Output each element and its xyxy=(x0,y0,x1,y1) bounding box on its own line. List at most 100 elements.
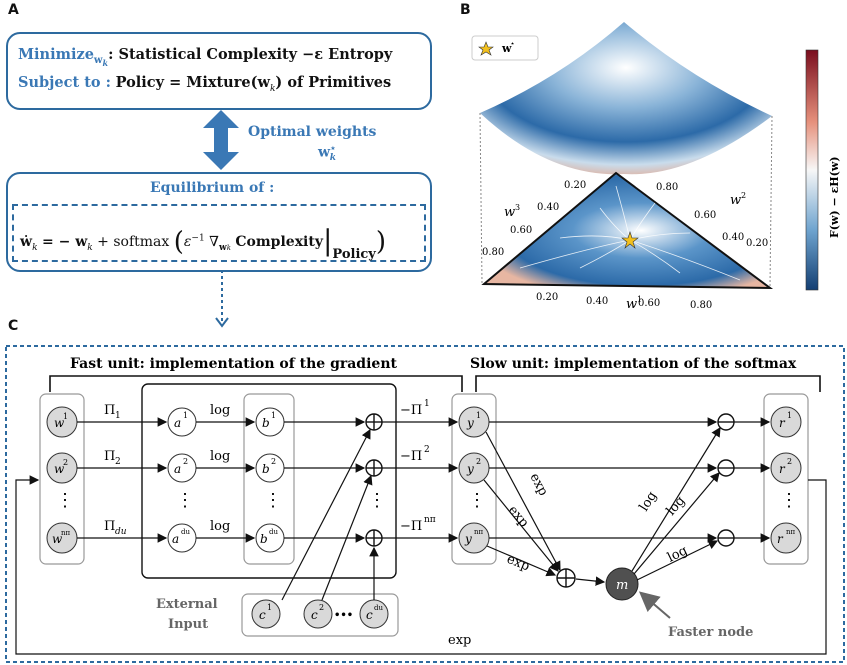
double-arrow-icon xyxy=(203,110,239,170)
svg-text:0.80: 0.80 xyxy=(482,247,504,258)
svg-text:log: log xyxy=(664,493,689,518)
svg-text:nπ: nπ xyxy=(474,528,484,536)
svg-text:exp: exp xyxy=(448,633,471,648)
svg-text:2: 2 xyxy=(476,457,481,466)
optimum-star xyxy=(621,231,639,249)
svg-text:log: log xyxy=(210,449,230,464)
svg-text:0.80: 0.80 xyxy=(690,300,712,311)
svg-text:0.80: 0.80 xyxy=(656,182,678,193)
svg-text:b: b xyxy=(262,416,270,430)
svg-text:2: 2 xyxy=(424,445,430,455)
svg-text:r: r xyxy=(777,532,784,546)
a-nodes: a 1 a 2 ⋮ a du xyxy=(167,407,197,553)
w-nodes: w 1 w 2 ⋮ w nπ xyxy=(46,406,78,554)
optimization-box: Minimizewk: Statistical Complexity −ε En… xyxy=(6,32,432,110)
svg-text:0.20: 0.20 xyxy=(564,180,586,191)
subject-text: Policy = Mixture(w xyxy=(115,74,270,91)
panel-c-frame xyxy=(5,345,845,663)
svg-text:2: 2 xyxy=(319,603,324,612)
svg-text:exp: exp xyxy=(505,503,532,531)
panel-c-letter: C xyxy=(8,318,19,334)
optimal-weights-label: Optimal weights xyxy=(248,124,377,140)
svg-text:nπ: nπ xyxy=(61,529,71,537)
colorbar-label: F(w) − εH(w) xyxy=(828,156,841,238)
svg-text:r: r xyxy=(779,416,786,430)
svg-text:•••: ••• xyxy=(334,610,353,621)
svg-text:c: c xyxy=(259,608,266,622)
svg-text:1: 1 xyxy=(424,399,430,409)
svg-text:Π: Π xyxy=(104,519,115,534)
svg-text:1: 1 xyxy=(63,412,68,421)
svg-text:1: 1 xyxy=(183,411,188,420)
w3-ticks: 0.20 0.40 0.60 0.80 xyxy=(482,180,586,258)
svg-text:a: a xyxy=(174,462,181,476)
svg-text:log: log xyxy=(210,403,230,418)
svg-text:exp: exp xyxy=(505,552,532,575)
axis-w3: w xyxy=(504,205,515,220)
axis-w1: w xyxy=(626,297,637,312)
colorbar xyxy=(805,49,819,291)
landscape-plot: w ⋆ 0.20 0.40 0.60 0.80 0.80 0.60 0.40 0… xyxy=(471,22,841,312)
svg-text:c: c xyxy=(311,608,318,622)
svg-text:r: r xyxy=(779,462,786,476)
svg-text:⋮: ⋮ xyxy=(468,490,486,511)
svg-text:2: 2 xyxy=(115,457,121,467)
svg-text:log: log xyxy=(637,489,660,514)
external-label-1: External xyxy=(156,597,218,612)
minimize-label: Minimize xyxy=(18,46,94,63)
b-nodes: b 1 b 2 ⋮ b du xyxy=(255,407,285,553)
y-nodes: y 1 y 2 ⋮ y nπ xyxy=(458,406,490,554)
svg-text:−Π: −Π xyxy=(400,449,422,464)
svg-text:y: y xyxy=(466,462,474,476)
svg-text:0.40: 0.40 xyxy=(722,232,744,243)
bottom-sum-node xyxy=(556,568,576,588)
svg-text:Π: Π xyxy=(104,449,115,464)
w1-ticks: 0.20 0.40 0.60 0.80 xyxy=(536,292,712,311)
svg-text:Π: Π xyxy=(104,403,115,418)
legend-sup: ⋆ xyxy=(510,39,515,48)
legend-label: w xyxy=(501,42,512,55)
subject-line: Subject to : Policy = Mixture(wk) of Pri… xyxy=(18,74,392,94)
svg-text:w: w xyxy=(52,532,63,546)
svg-text:du: du xyxy=(269,528,278,536)
svg-text:a: a xyxy=(174,416,181,430)
svg-text:⋮: ⋮ xyxy=(368,490,386,511)
simplex-triangle xyxy=(481,171,774,290)
svg-text:y: y xyxy=(464,532,472,546)
svg-text:nπ: nπ xyxy=(786,528,796,536)
svg-text:1: 1 xyxy=(476,411,481,420)
svg-text:2: 2 xyxy=(183,457,188,466)
svg-text:b: b xyxy=(262,462,270,476)
svg-text:2: 2 xyxy=(271,457,276,466)
svg-text:1: 1 xyxy=(115,411,121,421)
slow-unit-title: Slow unit: implementation of the softmax xyxy=(470,356,797,372)
minimize-line: Minimizewk: Statistical Complexity −ε En… xyxy=(18,46,393,68)
svg-text:du: du xyxy=(374,604,383,612)
svg-text:exp: exp xyxy=(526,471,550,499)
svg-text:c: c xyxy=(366,608,373,622)
svg-text:w: w xyxy=(54,462,65,476)
svg-text:nπ: nπ xyxy=(424,515,436,525)
svg-text:0.20: 0.20 xyxy=(746,238,768,249)
subject-label: Subject to : xyxy=(18,74,111,91)
svg-text:1: 1 xyxy=(787,411,792,420)
svg-text:⋮: ⋮ xyxy=(264,490,282,511)
svg-text:y: y xyxy=(466,416,474,430)
minus-nodes xyxy=(717,413,735,547)
svg-text:w: w xyxy=(54,416,65,430)
svg-text:3: 3 xyxy=(515,203,520,212)
m-node xyxy=(605,567,639,601)
svg-text:1: 1 xyxy=(267,603,272,612)
svg-text:log: log xyxy=(210,519,230,534)
equilibrium-label: Equilibrium of : xyxy=(150,180,275,196)
svg-text:log: log xyxy=(665,543,690,565)
energy-surface xyxy=(480,22,772,175)
svg-text:0.40: 0.40 xyxy=(586,296,608,307)
svg-text:2: 2 xyxy=(63,458,68,467)
svg-text:0.40: 0.40 xyxy=(537,202,559,213)
svg-text:0.60: 0.60 xyxy=(638,298,660,309)
axis-w2: w xyxy=(730,193,741,208)
svg-text:1: 1 xyxy=(637,295,642,304)
r-nodes: r 1 r 2 ⋮ r nπ xyxy=(770,406,802,554)
equation-box xyxy=(12,204,426,262)
